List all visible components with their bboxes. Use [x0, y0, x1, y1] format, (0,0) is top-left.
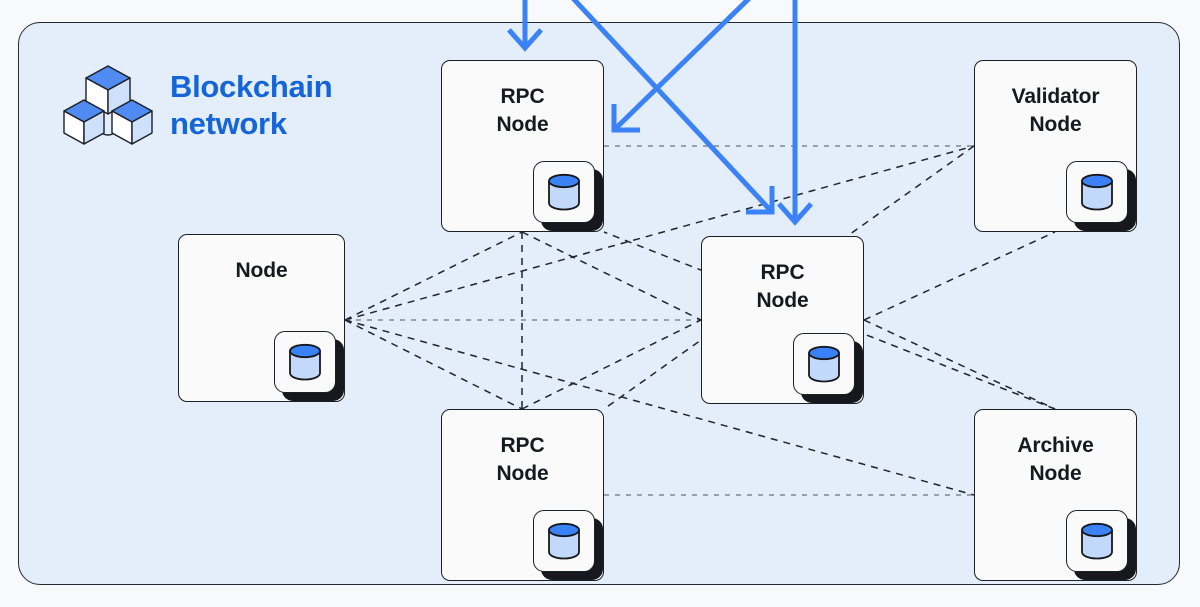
- database-chip-rpc-node-top: [533, 161, 603, 231]
- database-chip-validator-node: [1066, 161, 1136, 231]
- node-label-archive-node: Archive Node: [1017, 434, 1094, 485]
- database-chip-face: [793, 333, 855, 395]
- network-title: Blockchain network: [170, 68, 333, 141]
- database-chip-face: [274, 331, 336, 393]
- database-chip-rpc-node-bottom: [533, 510, 603, 580]
- database-cylinder-icon: [548, 522, 580, 560]
- node-card-rpc-node-bottom[interactable]: RPC Node: [441, 409, 604, 581]
- node-card-rpc-node-center[interactable]: RPC Node: [701, 236, 864, 404]
- database-cylinder-icon: [548, 173, 580, 211]
- node-label-rpc-node-bottom: RPC Node: [496, 434, 549, 485]
- node-label-node-left: Node: [235, 259, 288, 282]
- node-label-rpc-node-center: RPC Node: [756, 261, 809, 312]
- node-label-rpc-node-top: RPC Node: [496, 85, 549, 136]
- database-chip-face: [533, 161, 595, 223]
- network-header: Blockchain network: [62, 62, 333, 148]
- database-chip-face: [533, 510, 595, 572]
- node-card-archive-node[interactable]: Archive Node: [974, 409, 1137, 581]
- database-cylinder-icon: [808, 345, 840, 383]
- database-cylinder-icon: [1081, 522, 1113, 560]
- database-chip-rpc-node-center: [793, 333, 863, 403]
- node-label-validator-node: Validator Node: [1011, 85, 1100, 136]
- node-card-rpc-node-top[interactable]: RPC Node: [441, 60, 604, 232]
- database-chip-face: [1066, 161, 1128, 223]
- database-cylinder-icon: [289, 343, 321, 381]
- database-chip-face: [1066, 510, 1128, 572]
- database-chip-archive-node: [1066, 510, 1136, 580]
- node-card-validator-node[interactable]: Validator Node: [974, 60, 1137, 232]
- database-cylinder-icon: [1081, 173, 1113, 211]
- blockchain-cubes-icon: [62, 62, 154, 148]
- node-card-node-left[interactable]: Node: [178, 234, 345, 402]
- database-chip-node-left: [274, 331, 344, 401]
